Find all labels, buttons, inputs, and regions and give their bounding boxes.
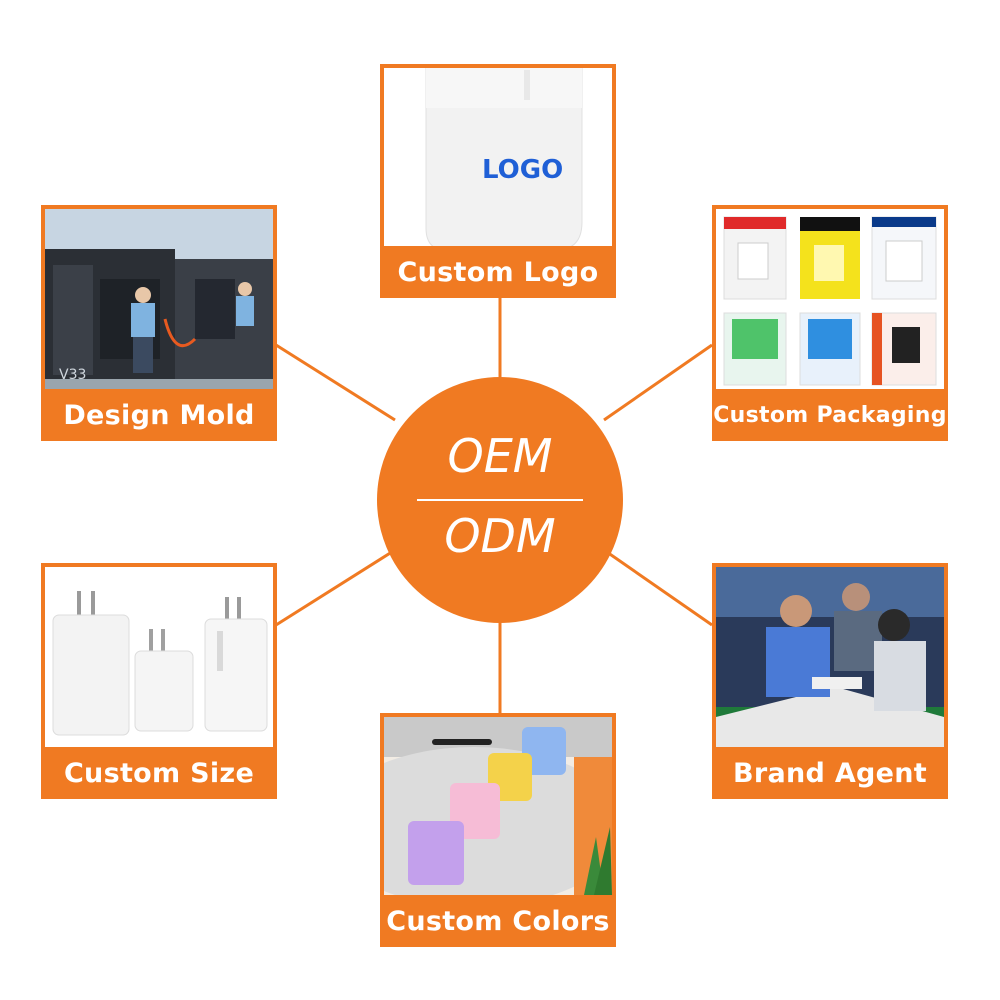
brand-agent-label: Brand Agent (732, 757, 928, 789)
brand-agent-card: Brand Agent (712, 563, 948, 799)
logo-mark: LOGO (482, 155, 563, 185)
custom-logo-card: LOGO Custom Logo (380, 64, 616, 298)
trade-show-image (716, 567, 944, 747)
odm-text: ODM (444, 509, 556, 563)
colored-chargers-image (384, 717, 612, 895)
custom-packaging-card: Custom Packaging (712, 205, 948, 441)
oem-odm-circle: OEM ODM (377, 377, 623, 623)
custom-colors-card: Custom Colors (380, 713, 616, 947)
circle-divider (417, 499, 583, 501)
custom-size-card: Custom Size (41, 563, 277, 799)
design-mold-card: V33 Design Mold (41, 205, 277, 441)
charger-logo-image: LOGO (384, 68, 612, 246)
design-mold-label: Design Mold (63, 399, 255, 431)
custom-packaging-label: Custom Packaging (713, 402, 947, 428)
custom-logo-label: Custom Logo (397, 256, 599, 288)
custom-colors-label: Custom Colors (386, 905, 610, 937)
charger-sizes-image (45, 567, 273, 747)
custom-size-label: Custom Size (63, 757, 255, 789)
oem-text: OEM (447, 429, 553, 483)
packaging-boxes-image (716, 209, 944, 389)
factory-machine-image: V33 (45, 209, 273, 389)
